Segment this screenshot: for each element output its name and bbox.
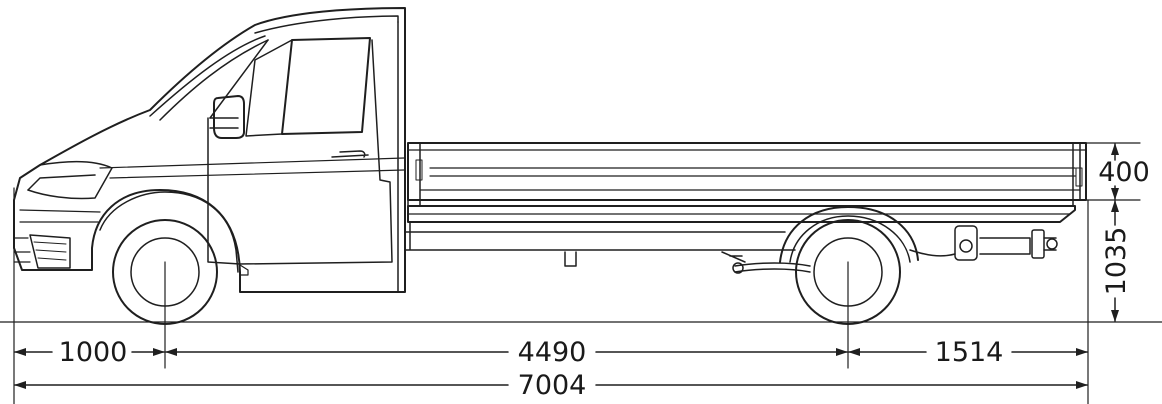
side-height-label: 400: [1098, 157, 1150, 188]
rear-overhang-label: 1514: [935, 337, 1004, 368]
floor-height-label: 1035: [1101, 227, 1132, 296]
wheelbase-label: 4490: [518, 337, 587, 368]
pickup-truck-outline: [13, 7, 1087, 325]
overall-length-label: 7004: [518, 370, 587, 401]
front-overhang-label: 1000: [59, 337, 128, 368]
